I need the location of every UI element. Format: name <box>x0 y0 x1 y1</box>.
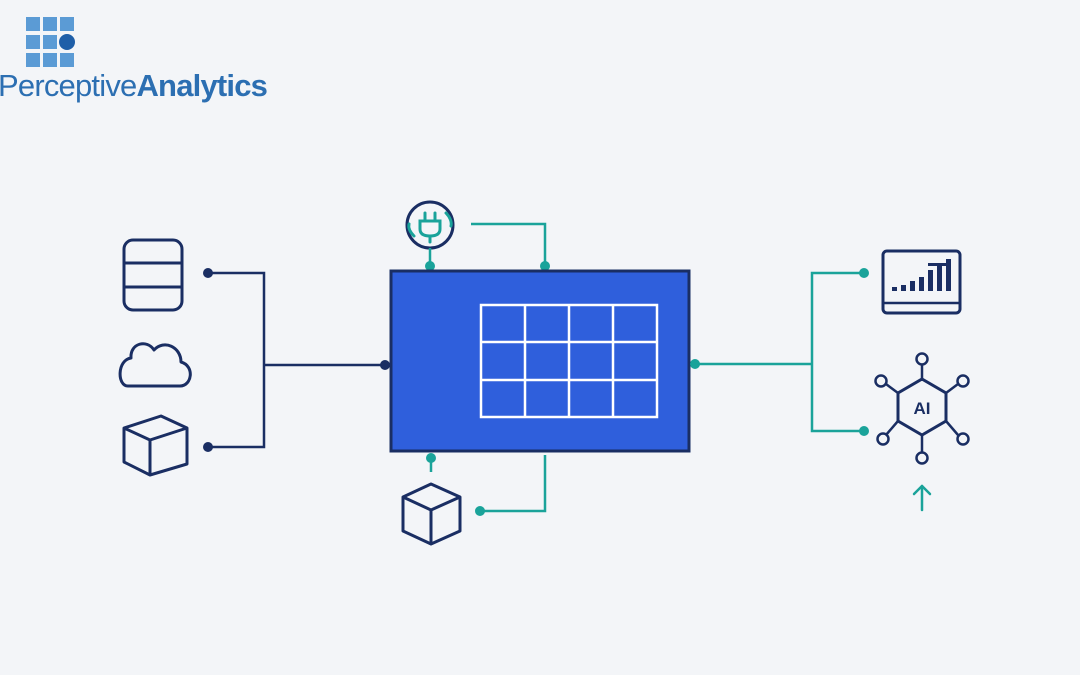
connector-dot-hub-right <box>690 359 700 369</box>
logo-wordmark: PerceptiveAnalytics <box>0 66 268 106</box>
logo-word-regular: Perceptive <box>0 68 137 103</box>
hub-data-grid <box>479 303 659 419</box>
cube-icon <box>401 482 462 546</box>
output-connectors <box>695 271 864 433</box>
connector-dot-hub-left <box>380 360 390 370</box>
ai-label: AI <box>914 399 931 418</box>
connector-dot-bottom-right <box>475 506 485 516</box>
database-icon <box>122 238 184 312</box>
cloud-icon <box>118 342 192 388</box>
source-connectors <box>208 271 385 449</box>
connector-dot-plug <box>425 261 435 271</box>
connector-dot-dashboard <box>859 268 869 278</box>
connector-dot-bottom-left <box>426 453 436 463</box>
cube-icon <box>122 414 189 477</box>
connector-dot-cube <box>203 442 213 452</box>
plug-sync-icon <box>405 200 455 250</box>
logo-mark-icon <box>26 17 75 67</box>
logo-word-bold: Analytics <box>136 68 268 103</box>
connector-dot-ai <box>859 426 869 436</box>
central-data-hub <box>389 269 691 453</box>
up-arrow-icon <box>912 484 932 512</box>
dashboard-chart-icon <box>881 249 962 315</box>
connector-dot-database <box>203 268 213 278</box>
ai-network-icon: AI <box>874 352 970 465</box>
top-connectors <box>428 222 547 266</box>
connector-dot-top-right <box>540 261 550 271</box>
